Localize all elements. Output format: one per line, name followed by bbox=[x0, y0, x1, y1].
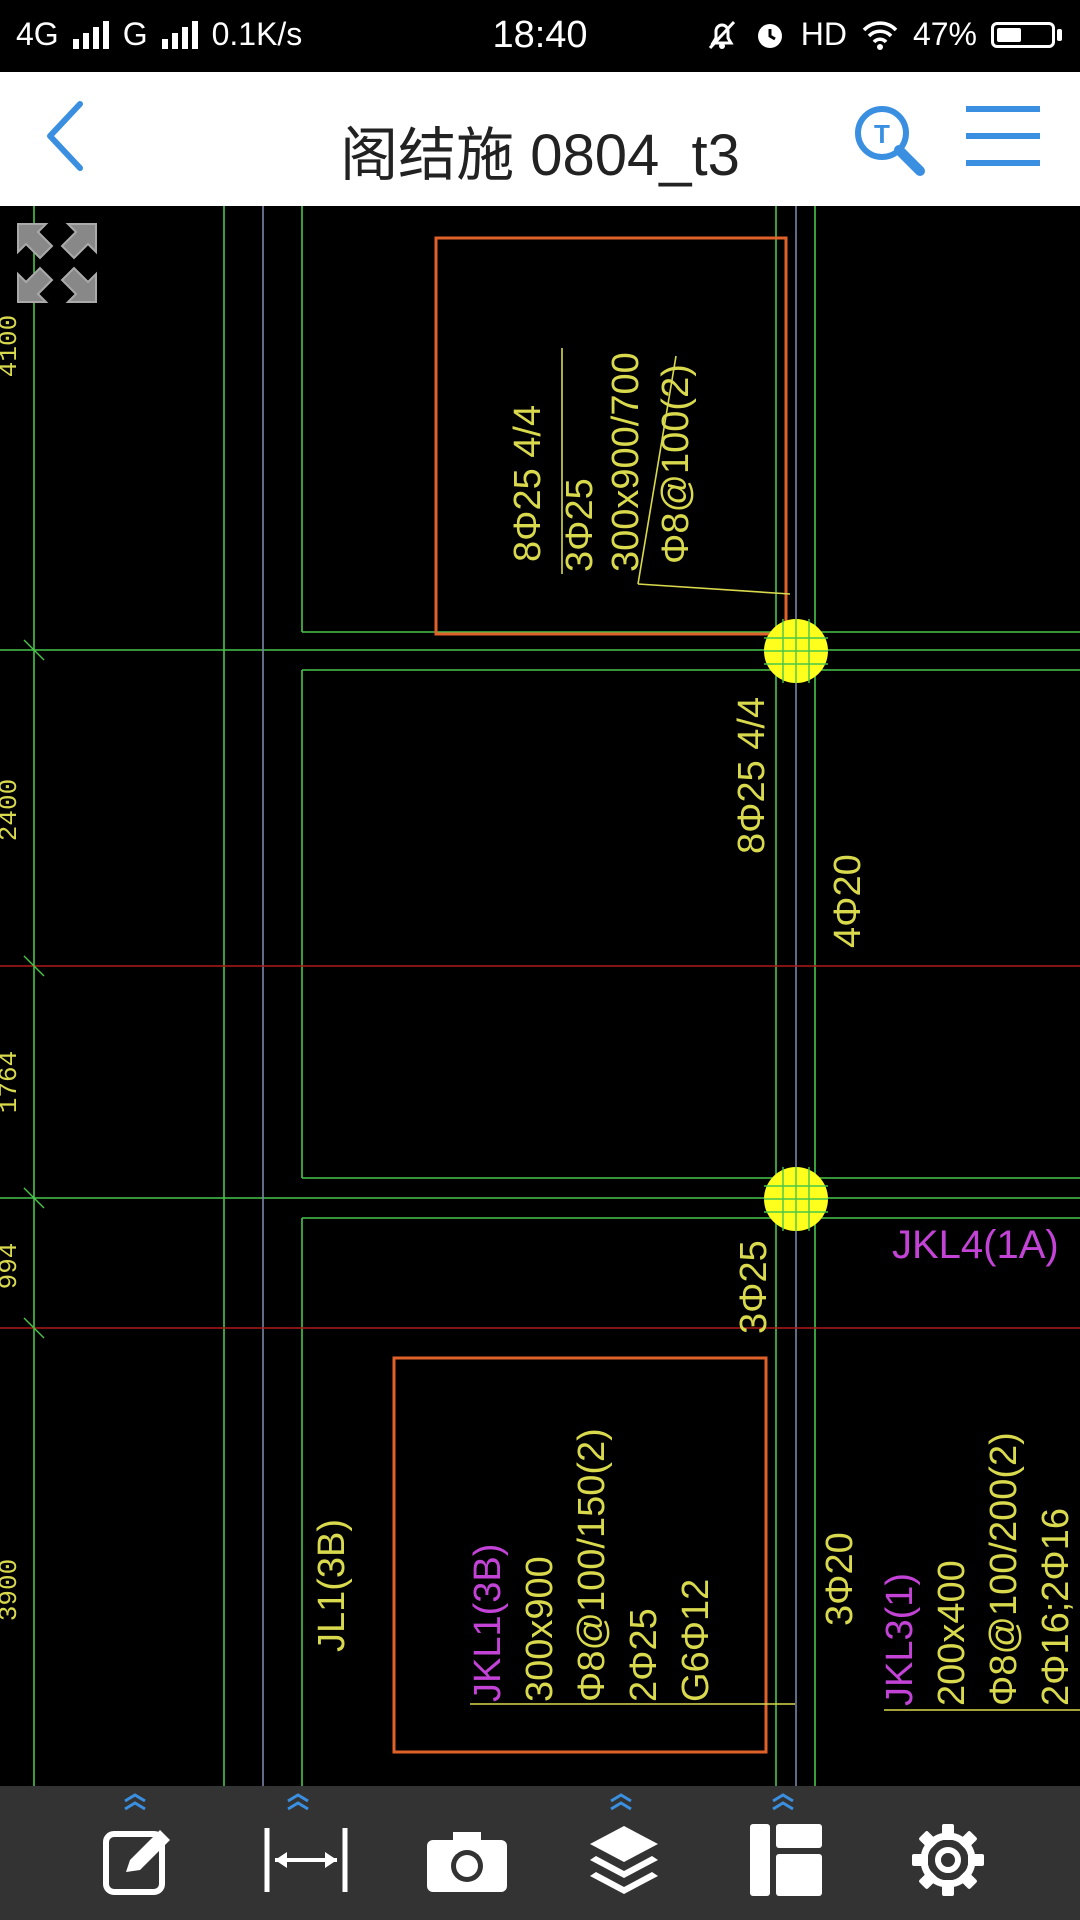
settings-icon bbox=[912, 1824, 984, 1896]
leader-lines bbox=[470, 348, 1080, 1711]
jkl3-labels: JKL3(1) 200x400 Φ8@100/200(2) 2Φ16;2Φ16 bbox=[879, 1432, 1077, 1706]
dimension-label: 1764 bbox=[0, 1051, 24, 1113]
stirrup-label: Φ8@100(2) bbox=[655, 364, 697, 564]
app-bar: 阁结施 0804_t3 bbox=[0, 72, 1080, 207]
battery-percent: 47% bbox=[912, 16, 977, 52]
annotation-box-bottom[interactable] bbox=[392, 1356, 768, 1754]
beam-rebar: 2Φ16;2Φ16 bbox=[1035, 1508, 1077, 1706]
chevron-up-icon bbox=[287, 1793, 309, 1811]
hd-label: HD bbox=[800, 16, 847, 52]
chevron-up-icon bbox=[124, 1793, 146, 1811]
settings-tool[interactable] bbox=[890, 1786, 1000, 1920]
menu-button[interactable] bbox=[966, 104, 1040, 168]
measure-tool[interactable] bbox=[243, 1786, 353, 1920]
edit-tool[interactable] bbox=[80, 1786, 190, 1920]
dimension-ticks bbox=[23, 639, 45, 1339]
section-size-label: 300x900/700 bbox=[605, 352, 647, 572]
layers-tool[interactable] bbox=[566, 1786, 676, 1920]
beam-size: 300x900 bbox=[519, 1556, 561, 1702]
network-label-g: G bbox=[122, 16, 148, 52]
dimension-labels: 4100 2400 1764 994 3900 bbox=[0, 315, 24, 1621]
status-bar: 4G G 0.1K/s 18:40 HD 47% bbox=[0, 0, 1080, 72]
grid-nodes bbox=[764, 619, 828, 1231]
rebar-label: 8Φ25 4/4 bbox=[507, 405, 549, 562]
layers-icon bbox=[590, 1826, 658, 1894]
wifi-icon bbox=[862, 20, 898, 50]
layout-icon bbox=[750, 1824, 822, 1896]
rebar-label: 3Φ25 bbox=[733, 1240, 775, 1334]
beam-side: G6Φ12 bbox=[675, 1579, 717, 1702]
status-left: 4G G 0.1K/s bbox=[16, 16, 302, 53]
beam-name: JKL3(1) bbox=[879, 1573, 921, 1706]
cad-drawing[interactable]: 4100 2400 1764 994 3900 8Φ25 4/4 3Φ25 30… bbox=[0, 206, 1080, 1786]
green-grid bbox=[0, 206, 1080, 1786]
dimension-label: 3900 bbox=[0, 1559, 24, 1621]
text-search-button[interactable]: T bbox=[852, 103, 928, 179]
camera-icon bbox=[427, 1832, 507, 1892]
beam-name: JKL1(3B) bbox=[467, 1544, 509, 1702]
mid-labels: 8Φ25 4/4 4Φ20 3Φ25 3Φ20 bbox=[731, 697, 869, 1626]
edit-icon bbox=[103, 1830, 170, 1895]
chevron-up-icon bbox=[772, 1793, 794, 1811]
layout-tool[interactable] bbox=[728, 1786, 838, 1920]
page-title: 阁结施 0804_t3 bbox=[340, 123, 740, 188]
status-time: 18:40 bbox=[492, 14, 588, 56]
mute-bell-icon bbox=[708, 20, 735, 49]
beam-stirrup: Φ8@100/200(2) bbox=[983, 1432, 1025, 1706]
beam-stirrup: Φ8@100/150(2) bbox=[571, 1428, 613, 1702]
annotation-box-top[interactable] bbox=[434, 236, 788, 636]
grey-axis-lines bbox=[262, 206, 797, 1786]
network-label-4g: 4G bbox=[16, 16, 59, 52]
dimension-label: 994 bbox=[0, 1243, 24, 1290]
grid-node[interactable] bbox=[764, 1167, 828, 1231]
dimension-label: 4100 bbox=[0, 315, 24, 377]
grid-node[interactable] bbox=[764, 619, 828, 683]
beam-size: 200x400 bbox=[931, 1560, 973, 1706]
network-speed: 0.1K/s bbox=[211, 16, 303, 52]
rebar-label: 3Φ25 bbox=[559, 478, 601, 572]
svg-text:T: T bbox=[874, 119, 890, 149]
rebar-label: 4Φ20 bbox=[827, 854, 869, 948]
battery-fill bbox=[997, 27, 1022, 42]
rebar-label: 8Φ25 4/4 bbox=[731, 697, 773, 854]
camera-tool[interactable] bbox=[405, 1786, 515, 1920]
annotation-boxes bbox=[392, 236, 788, 1754]
back-button[interactable] bbox=[42, 100, 86, 172]
status-right: HD 47% bbox=[705, 16, 1062, 53]
drawing-canvas[interactable]: 4100 2400 1764 994 3900 8Φ25 4/4 3Φ25 30… bbox=[0, 206, 1080, 1786]
rebar-label: 3Φ20 bbox=[819, 1532, 861, 1626]
signal-icon-2 bbox=[161, 20, 198, 49]
chevron-up-icon bbox=[610, 1793, 632, 1811]
battery-icon bbox=[991, 21, 1062, 48]
signal-icon bbox=[72, 20, 109, 49]
top-section-labels: 8Φ25 4/4 3Φ25 300x900/700 Φ8@100(2) bbox=[507, 352, 697, 572]
alarm-icon bbox=[757, 23, 782, 48]
bottom-toolbar bbox=[0, 1786, 1080, 1920]
beam-label-jl1: JL1(3B) bbox=[311, 1519, 353, 1652]
dimension-label: 2400 bbox=[0, 779, 24, 841]
jkl1-labels: JKL1(3B) 300x900 Φ8@100/150(2) 2Φ25 G6Φ1… bbox=[467, 1428, 717, 1702]
red-axis-lines bbox=[0, 965, 1080, 1329]
beam-label-jkl4: JKL4(1A) bbox=[892, 1223, 1059, 1267]
measure-icon bbox=[264, 1828, 348, 1892]
fullscreen-expand-button[interactable] bbox=[16, 222, 98, 304]
beam-rebar: 2Φ25 bbox=[623, 1608, 665, 1702]
